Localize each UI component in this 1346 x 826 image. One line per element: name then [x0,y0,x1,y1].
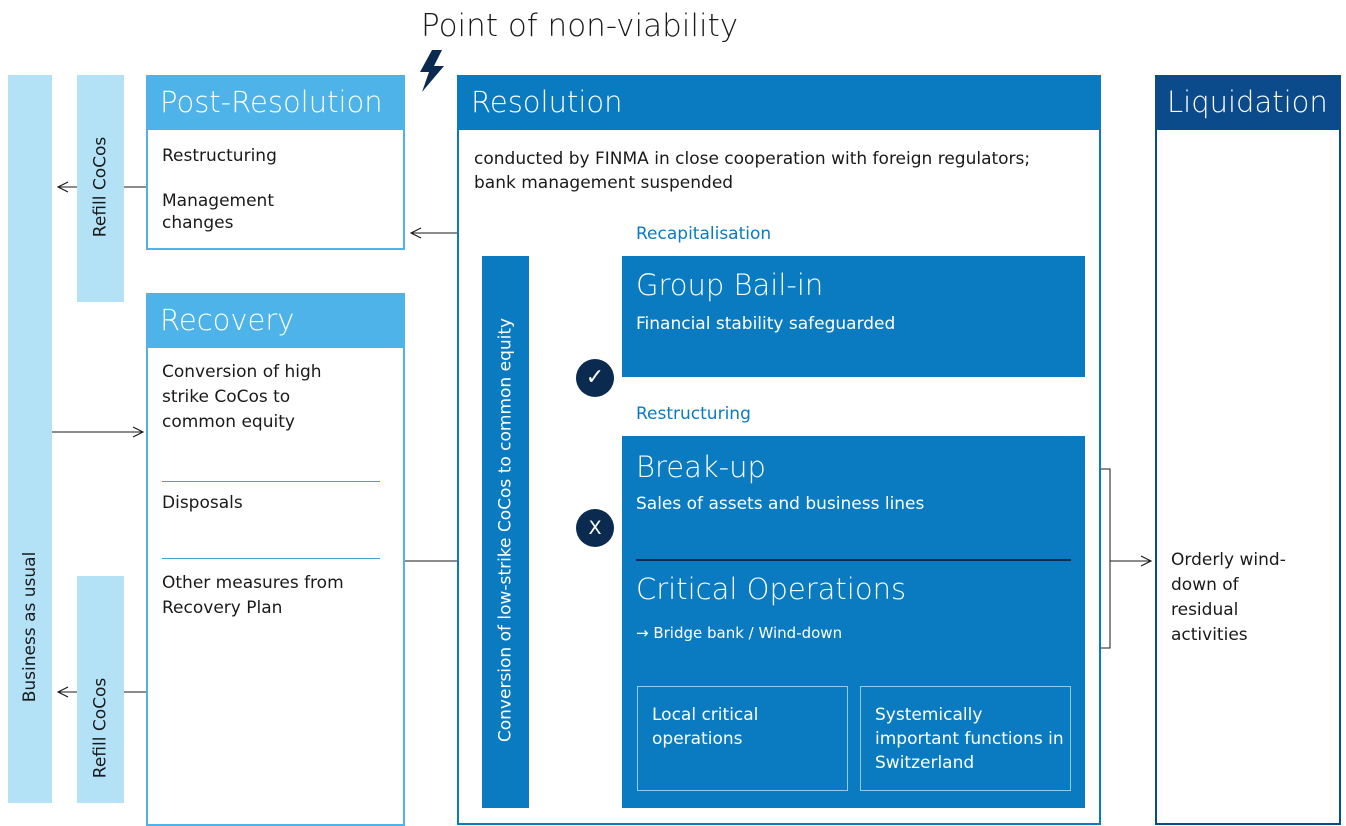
critical-ops-title: Critical Operations [636,572,907,606]
local-critical-label: Local critical operations [652,705,759,749]
breakup-separator [636,559,1071,561]
liquidation-box: Orderly wind-down of residual activities [1155,130,1341,825]
liquidation-header: Liquidation [1155,75,1341,130]
recovery-box: Conversion of high strike CoCos to commo… [146,348,405,826]
conversion-bar-label: Conversion of low-strike CoCos to common… [495,317,516,743]
resolution-description: conducted by FINMA in close cooperation … [474,149,1031,193]
breakup-box: Break-up Sales of assets and business li… [622,436,1085,808]
x-circle: X [576,509,614,547]
liquidation-title: Liquidation [1167,85,1328,119]
recapitalisation-label: Recapitalisation [636,224,772,244]
x-icon: X [588,517,602,539]
breakup-subtitle: Sales of assets and business lines [636,494,925,514]
post-resolution-item: Restructuring [162,146,277,166]
post-resolution-title: Post-Resolution [160,85,383,119]
recovery-separator [162,558,380,559]
recovery-item: Disposals [162,493,243,513]
lightning-icon [420,50,444,92]
business-as-usual-label: Business as usual [20,551,40,703]
business-as-usual-bar: Business as usual [8,75,52,803]
resolution-title: Resolution [471,85,623,119]
group-bailin-subtitle: Financial stability safeguarded [636,314,896,334]
critical-ops-subtitle: → Bridge bank / Wind-down [636,624,843,642]
point-of-non-viability-label: Point of non-viability [421,8,739,44]
recovery-header: Recovery [146,293,405,348]
recovery-item: Conversion of high strike CoCos to commo… [162,362,322,432]
group-bailin-box: Group Bail-in Financial stability safegu… [622,256,1085,377]
refill-cocos-label-top: Refill CoCos [90,136,111,238]
local-critical-box: Local critical operations [637,686,848,791]
refill-cocos-bar-bottom: Refill CoCos [77,576,124,803]
recovery-item: Other measures from Recovery Plan [162,573,344,618]
liquidation-description: Orderly wind-down of residual activities [1171,550,1286,645]
post-resolution-header: Post-Resolution [146,75,405,130]
recovery-separator [162,481,380,482]
refill-cocos-bar-top: Refill CoCos [77,75,124,302]
post-resolution-item: Management changes [162,191,274,233]
conversion-bar: Conversion of low-strike CoCos to common… [482,256,529,808]
check-circle: ✓ [576,359,614,397]
group-bailin-title: Group Bail-in [636,268,824,302]
recovery-title: Recovery [160,303,295,337]
resolution-header: Resolution [457,75,1101,130]
refill-cocos-label-bottom: Refill CoCos [90,677,111,779]
breakup-title: Break-up [636,450,766,484]
systemic-box: Systemically important functions in Swit… [860,686,1071,791]
systemic-label: Systemically important functions in Swit… [875,705,1064,773]
check-icon: ✓ [585,365,605,390]
post-resolution-box: Restructuring Management changes [146,130,405,250]
restructuring-label: Restructuring [636,404,751,424]
